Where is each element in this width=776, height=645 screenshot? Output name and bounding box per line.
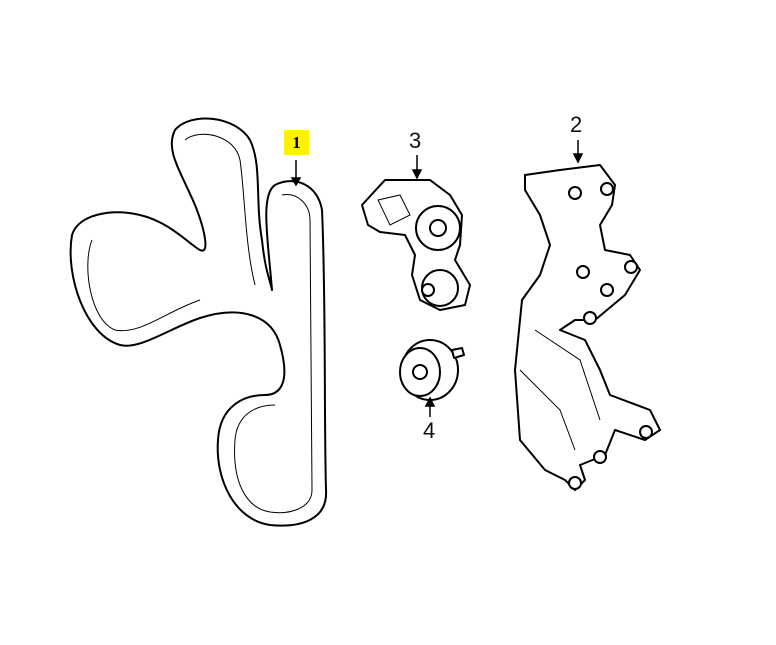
idler-pulley[interactable] (399, 339, 465, 401)
callout-1[interactable]: 1 (284, 130, 309, 155)
callout-2[interactable]: 2 (570, 112, 583, 137)
mounting-bracket[interactable] (514, 164, 661, 491)
callout-3[interactable]: 3 (409, 128, 422, 153)
serpentine-belt[interactable] (69, 117, 328, 527)
leader-arrows (290, 140, 584, 417)
callout-4[interactable]: 4 (423, 418, 436, 443)
tensioner-assembly[interactable] (361, 179, 471, 311)
